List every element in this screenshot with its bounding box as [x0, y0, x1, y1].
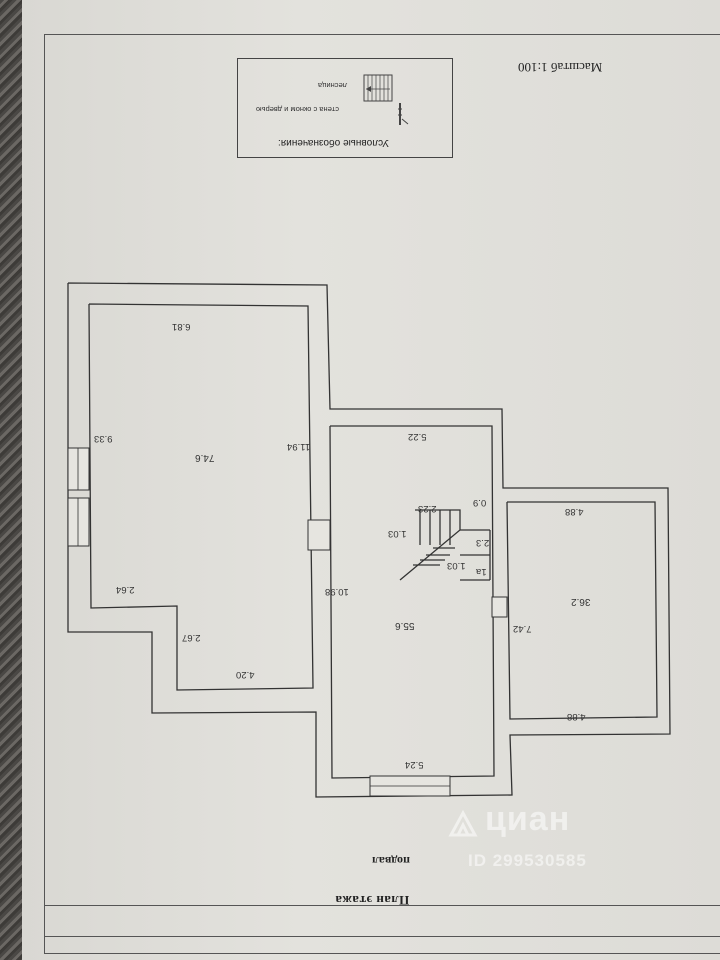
room-1-dim-bottom: 4.20 — [236, 669, 255, 680]
window-left-2 — [67, 497, 90, 547]
stair-dim-6: 1a — [476, 566, 487, 577]
room-1-dim-step: 2.64 — [116, 584, 135, 595]
room-1-inner-wall — [88, 303, 314, 691]
paper-sheet — [22, 0, 720, 960]
outer-wall — [67, 282, 671, 798]
stair-dim-5: 1.03 — [447, 560, 466, 571]
room-3-dim-bottom: 4.88 — [567, 711, 586, 722]
room-1-dim-right: 11.94 — [287, 441, 311, 452]
room-3-area: 36.2 — [571, 596, 591, 607]
watermark-brand: циан — [485, 800, 571, 838]
title-band — [44, 905, 720, 937]
watermark-id: ID 299530585 — [468, 851, 587, 870]
room-1-dim-left: 9.33 — [94, 433, 113, 444]
staircase-icon — [399, 509, 491, 581]
room-1-dim-top: 6.81 — [172, 321, 191, 332]
room-3-dim-left: 7.42 — [513, 623, 532, 634]
wall-with-window-door-icon — [398, 103, 409, 125]
room-1-dim-step-side: 2.67 — [182, 632, 201, 643]
room-2-area: 55.6 — [395, 620, 415, 631]
room-3-inner-wall — [506, 501, 658, 720]
door-1-2 — [307, 519, 331, 551]
legend: Условные обозначения: стена с окном и дв… — [237, 58, 453, 158]
staircase-icon — [363, 74, 393, 102]
drawing-frame — [44, 34, 720, 954]
room-2-dim-top: 5.22 — [408, 431, 427, 442]
door-2-3 — [491, 596, 508, 618]
window-left-1 — [67, 447, 90, 491]
stair-dim-4: 2.3 — [476, 537, 490, 548]
stair-dim-1: 2.23 — [418, 503, 437, 514]
room-3-dim-top: 4.88 — [565, 506, 584, 517]
room-1-area: 74.6 — [195, 452, 215, 463]
stair-dim-3: 0.9 — [473, 497, 487, 508]
room-2-dim-left: 10.98 — [325, 586, 349, 597]
stair-dim-2: 1.03 — [388, 528, 407, 539]
room-2-inner-wall — [329, 425, 495, 779]
legend-icons — [363, 74, 409, 125]
room-2-dim-bottom: 5.24 — [405, 759, 424, 770]
cian-logo-icon — [448, 809, 478, 837]
